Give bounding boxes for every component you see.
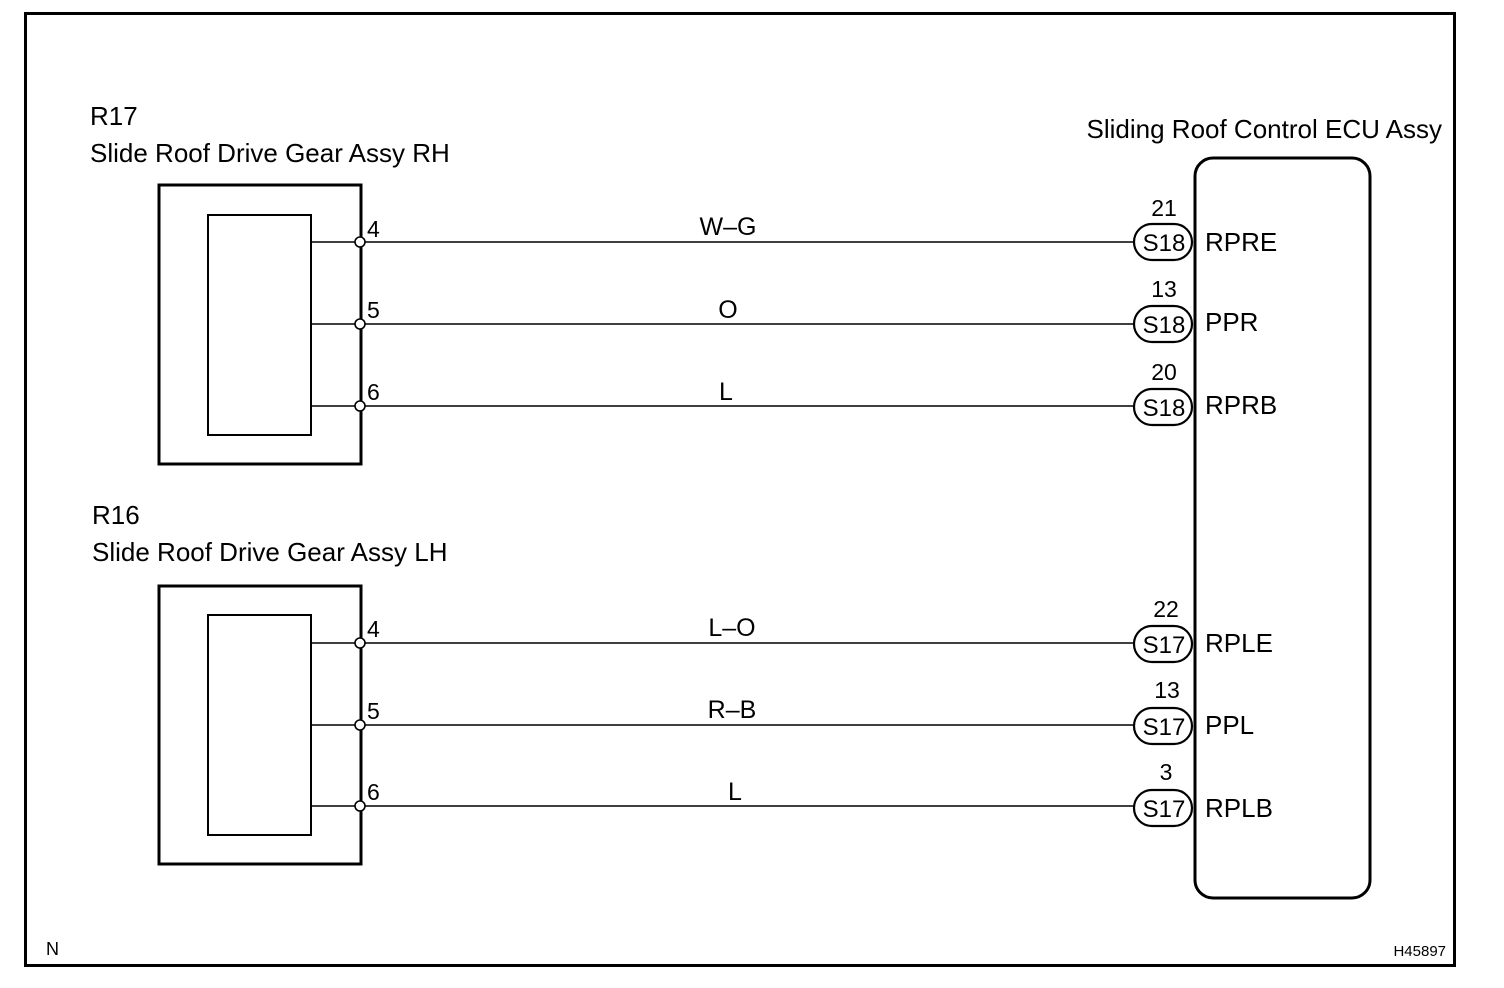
ecu-pin-number-ppl: 13	[1154, 677, 1180, 703]
ecu-connector-ppl: S17	[1132, 706, 1194, 746]
corner-mark: N	[46, 939, 59, 959]
lh-pin-4-label: 4	[367, 616, 380, 642]
lh-component-code: R16	[92, 500, 140, 530]
ecu-title: Sliding Roof Control ECU Assy	[1087, 114, 1442, 144]
rh-component-code: R17	[90, 101, 138, 131]
ecu-connector-ppr: S18	[1132, 304, 1194, 344]
lh-component-inner-box	[207, 614, 312, 836]
rh-pin-5-label: 5	[367, 297, 380, 323]
rh-pin-6-label: 6	[367, 379, 380, 405]
rh-wire-color-pin6: L	[719, 378, 733, 406]
ecu-connector-rple: S17	[1132, 624, 1194, 664]
svg-text:S17: S17	[1143, 796, 1186, 823]
ecu-connector-rpre: S18	[1132, 222, 1194, 262]
ecu-box	[1193, 156, 1372, 900]
diagram-frame	[24, 12, 1456, 967]
svg-text:S18: S18	[1143, 230, 1186, 257]
ecu-pin-number-rplb: 3	[1160, 759, 1173, 785]
svg-text:S17: S17	[1143, 714, 1186, 741]
svg-text:S17: S17	[1143, 632, 1186, 659]
ecu-connector-rplb: S17	[1132, 788, 1194, 828]
rh-wire-color-pin5: O	[718, 296, 737, 324]
ecu-pin-number-rprb: 20	[1151, 359, 1177, 385]
ecu-connector-rprb: S18	[1132, 387, 1194, 427]
ecu-terminal-rplb: RPLB	[1205, 793, 1273, 823]
ecu-pin-number-ppr: 13	[1151, 276, 1177, 302]
rh-component-name: Slide Roof Drive Gear Assy RH	[90, 138, 450, 168]
ecu-terminal-rple: RPLE	[1205, 628, 1273, 658]
lh-wire-color-pin5: R–B	[708, 696, 757, 724]
ecu-terminal-ppr: PPR	[1205, 307, 1258, 337]
lh-wire-pin6	[311, 800, 1135, 812]
svg-text:S18: S18	[1143, 312, 1186, 339]
lh-wire-color-pin6: L	[728, 778, 742, 806]
lh-wire-pin5	[311, 719, 1135, 731]
ecu-terminal-rpre: RPRE	[1205, 227, 1277, 257]
lh-wire-pin4	[311, 637, 1135, 649]
rh-wire-pin4	[311, 236, 1135, 248]
ecu-pin-number-rple: 22	[1153, 596, 1179, 622]
lh-wire-color-pin4: L–O	[708, 614, 755, 642]
rh-wire-pin6	[311, 400, 1135, 412]
rh-component-inner-box	[207, 214, 312, 436]
lh-component-name: Slide Roof Drive Gear Assy LH	[92, 537, 447, 567]
rh-pin-4-label: 4	[367, 216, 380, 242]
lh-pin-6-label: 6	[367, 779, 380, 805]
figure-reference: H45897	[1393, 943, 1446, 960]
lh-pin-5-label: 5	[367, 698, 380, 724]
ecu-terminal-ppl: PPL	[1205, 710, 1254, 740]
ecu-terminal-rprb: RPRB	[1205, 390, 1277, 420]
rh-wire-pin5	[311, 318, 1135, 330]
ecu-pin-number-rpre: 21	[1151, 195, 1177, 221]
svg-text:S18: S18	[1143, 395, 1186, 422]
rh-wire-color-pin4: W–G	[700, 213, 757, 241]
